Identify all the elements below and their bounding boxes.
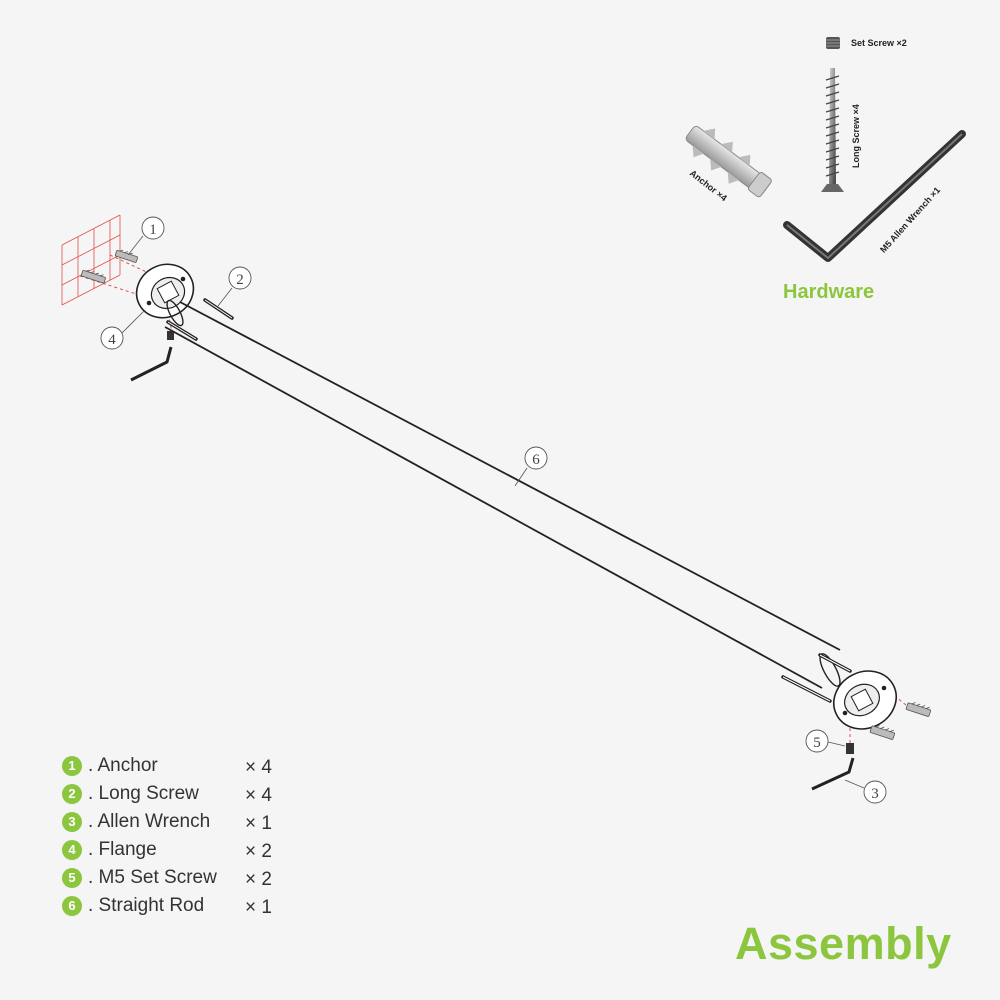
legend-quantity: × 4: [245, 785, 272, 806]
wall-left: [61, 214, 121, 306]
right-anchors: [869, 702, 932, 740]
straight-rod: [164, 299, 841, 689]
callout-4-label: 4: [108, 332, 116, 348]
left-set-screw: [167, 331, 174, 340]
right-long-screws: [781, 653, 852, 703]
long-screw-icon: [821, 68, 844, 192]
left-flange: [135, 263, 195, 319]
legend-number-badge: 5: [62, 868, 82, 888]
legend-part-name: . Flange: [88, 839, 157, 860]
right-allen-wrench: [811, 757, 855, 791]
legend-part-name: . Straight Rod: [88, 895, 205, 916]
callout-5: 5: [805, 729, 846, 753]
left-allen-wrench: [130, 346, 173, 382]
legend-part-name: . Anchor: [88, 755, 158, 776]
left-long-screws: [166, 298, 234, 341]
left-anchors: [80, 249, 138, 284]
legend-number-badge: 1: [62, 756, 82, 776]
legend-part-name: . Allen Wrench: [88, 811, 211, 832]
legend-number-badge: 4: [62, 840, 82, 860]
legend-item: 1 . Anchor × 4: [62, 754, 322, 782]
set-screw-label: Set Screw ×2: [851, 38, 907, 48]
callout-1-label: 1: [149, 222, 157, 238]
legend-quantity: × 4: [245, 757, 272, 778]
legend-quantity: × 1: [245, 897, 272, 918]
long-screw-label: Long Screw ×4: [851, 104, 861, 168]
anchor-icon: [685, 125, 772, 198]
callout-4: 4: [100, 309, 146, 350]
legend-number-badge: 3: [62, 812, 82, 832]
callout-2-label: 2: [236, 272, 244, 288]
callout-3: 3: [844, 779, 887, 804]
callout-1: 1: [127, 216, 165, 256]
legend-quantity: × 1: [245, 813, 272, 834]
right-set-screw: [846, 743, 854, 754]
legend-item: 4 . Flange × 2: [62, 838, 322, 866]
legend-part-name: . M5 Set Screw: [88, 867, 217, 888]
callout-6-label: 6: [532, 452, 540, 468]
hardware-title: Hardware: [783, 281, 875, 303]
parts-legend: 1 . Anchor × 4 2 . Long Screw × 4 3 . Al…: [62, 754, 322, 922]
legend-item: 2 . Long Screw × 4: [62, 782, 322, 810]
legend-number-badge: 6: [62, 896, 82, 916]
allen-wrench-icon: [783, 130, 966, 262]
callout-5-label: 5: [813, 735, 821, 751]
set-screw-icon: [826, 37, 840, 49]
legend-item: 6 . Straight Rod × 1: [62, 894, 322, 922]
legend-item: 5 . M5 Set Screw × 2: [62, 866, 322, 894]
legend-quantity: × 2: [245, 841, 272, 862]
assembly-title: Assembly: [735, 918, 952, 969]
right-flange: [833, 670, 897, 730]
callout-3-label: 3: [871, 786, 879, 802]
legend-item: 3 . Allen Wrench × 1: [62, 810, 322, 838]
callout-2: 2: [217, 266, 252, 307]
legend-quantity: × 2: [245, 869, 272, 890]
hardware-panel: [685, 37, 966, 262]
legend-number-badge: 2: [62, 784, 82, 804]
callout-6: 6: [514, 446, 548, 487]
legend-part-name: . Long Screw: [88, 783, 199, 804]
